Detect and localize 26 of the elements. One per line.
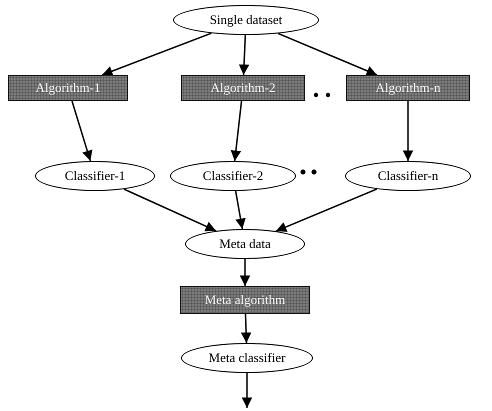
arrow (402, 101, 414, 161)
process-box (346, 75, 470, 101)
process-box (180, 286, 310, 314)
arrow (230, 100, 242, 162)
node-label: Classifier-2 (202, 168, 264, 184)
node-label: Classifier-n (378, 168, 438, 184)
arrow (276, 188, 378, 232)
node-label: Algorithm-2 (210, 80, 276, 96)
arrow (71, 100, 92, 162)
node-label: Classifier-1 (64, 168, 126, 184)
arrow (278, 32, 378, 76)
process-box (181, 75, 305, 101)
arrow (102, 32, 212, 76)
node-label: Single dataset (210, 12, 282, 28)
arrow (242, 373, 252, 408)
node-label: Meta algorithm (204, 292, 286, 308)
arrow (124, 188, 216, 232)
node-label: Algorithm-n (376, 80, 440, 96)
process-box (8, 75, 128, 101)
arrow (234, 190, 246, 230)
node-label: Meta classifier (208, 350, 286, 366)
arrow (240, 314, 252, 344)
node-label: Algorithm-1 (36, 80, 100, 96)
arrow (240, 259, 250, 286)
arrow (238, 34, 250, 76)
node-label: Meta data (219, 236, 271, 252)
